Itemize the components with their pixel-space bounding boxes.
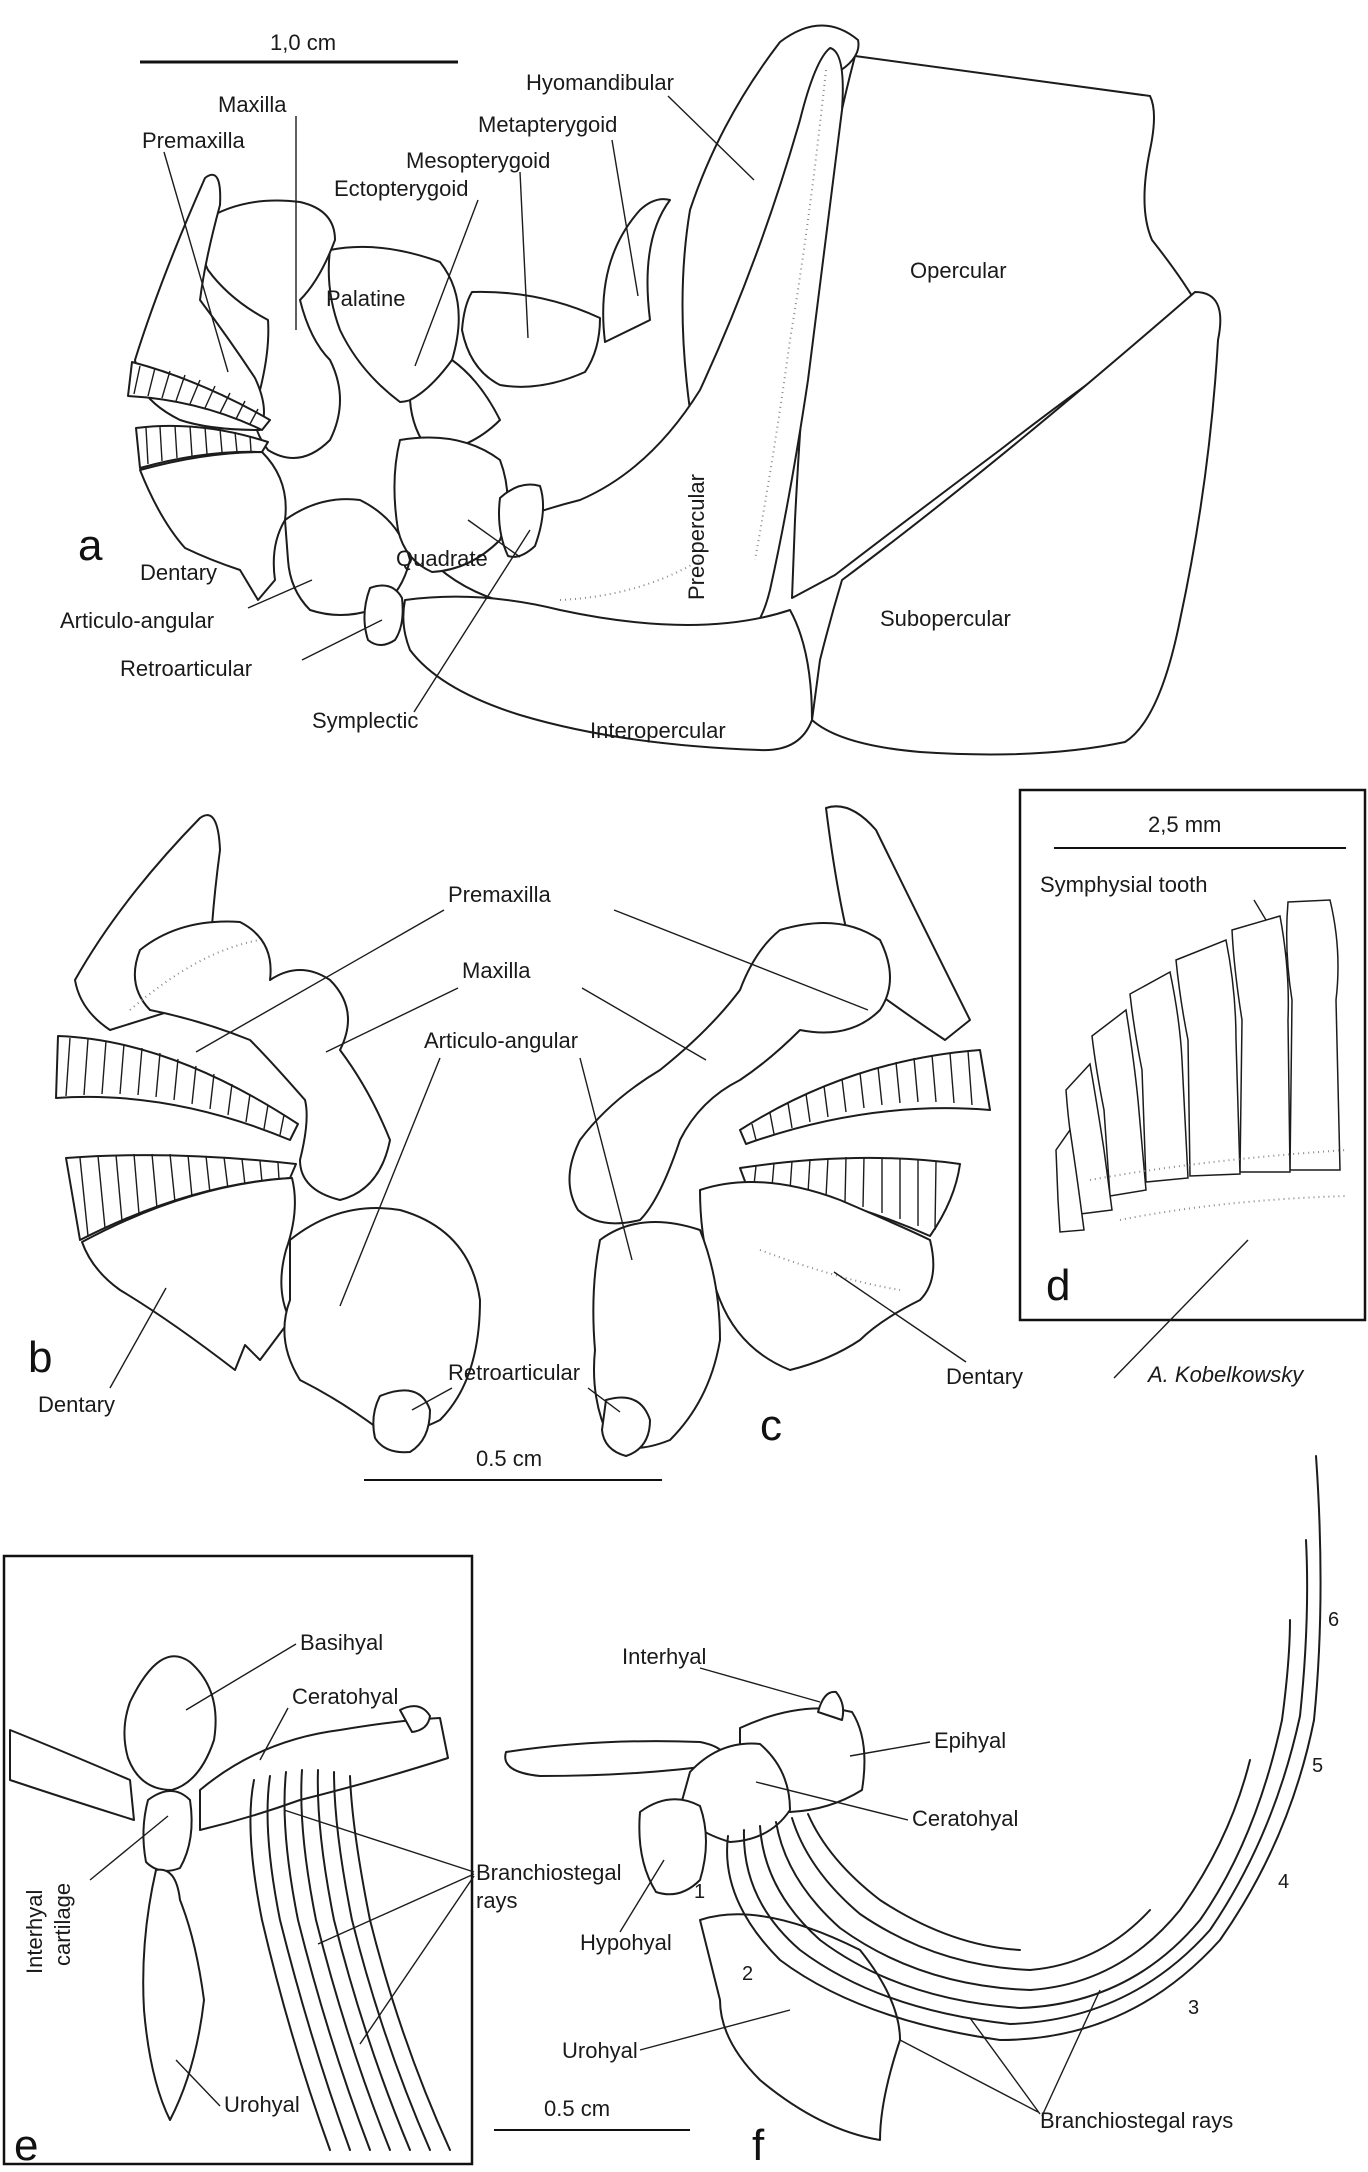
label-hyomandibular: Hyomandibular: [526, 70, 674, 95]
retroarticular-bone-a: [363, 584, 404, 646]
panel-letter-d: d: [1046, 1261, 1070, 1310]
label-opercular: Opercular: [910, 258, 1007, 283]
panel-letter-c: c: [760, 1401, 782, 1450]
panel-b: Dentary b: [28, 814, 481, 1454]
subopercular-bone: [811, 291, 1222, 756]
panel-a: 1,0 cm: [60, 24, 1222, 756]
label-subopercular: Subopercular: [880, 606, 1011, 631]
scale-label-d: 2,5 mm: [1148, 812, 1221, 837]
ray-number-2: 2: [742, 1963, 753, 1985]
label-preopercular: Preopercular: [684, 474, 709, 600]
urohyal-bone-e: [142, 1868, 205, 2121]
panel-letter-f: f: [752, 2121, 765, 2170]
articulo-angular-bone-b: [283, 1207, 481, 1435]
label-metapterygoid: Metapterygoid: [478, 112, 617, 137]
label-interhyal-e-2: cartilage: [50, 1883, 75, 1966]
label-basihyal: Basihyal: [300, 1630, 383, 1655]
label-maxilla-a: Maxilla: [218, 92, 287, 117]
hypohyal-bone-f: [638, 1798, 707, 1896]
label-interhyal-f: Interhyal: [622, 1644, 706, 1669]
panel-d: 2,5 mm Symphysial tooth d A. Kobelkowsky: [1018, 788, 1367, 1387]
label-interopercular: Interopercular: [590, 718, 726, 743]
symplectic-bone: [498, 483, 545, 558]
maxilla-bone: [200, 199, 341, 459]
label-premaxilla-a: Premaxilla: [142, 128, 245, 153]
ceratohyal-left-e: [9, 1729, 135, 1821]
label-symplectic: Symplectic: [312, 708, 418, 733]
ray-number-6: 6: [1328, 1609, 1339, 1631]
maxilla-bone-c: [568, 921, 891, 1225]
mesopterygoid-bone: [461, 290, 601, 388]
leader-dentary-c: [833, 1271, 967, 1363]
metapterygoid-bone: [602, 198, 671, 343]
leader-lines-a: [163, 95, 755, 713]
ray-number-3: 3: [1188, 1997, 1199, 2019]
dentary-bone-a: [139, 451, 287, 601]
retroarticular-bone-b: [372, 1389, 431, 1454]
credit-author: A. Kobelkowsky: [1146, 1362, 1305, 1387]
label-articulo-angular-a: Articulo-angular: [60, 608, 214, 633]
label-articulo-angular-bc: Articulo-angular: [424, 1028, 578, 1053]
ceratohyal-bone-e: [199, 1717, 449, 1831]
scale-label-a: 1,0 cm: [270, 30, 336, 55]
scale-label-ef: 0.5 cm: [544, 2096, 610, 2121]
label-ectopterygoid: Ectopterygoid: [334, 176, 469, 201]
panel-letter-a: a: [78, 521, 103, 570]
interopercular-bone: [402, 595, 813, 752]
panel-letter-b: b: [28, 1333, 52, 1382]
maxilla-bone-b: [133, 920, 391, 1201]
label-retroarticular-a: Retroarticular: [120, 656, 252, 681]
label-dentary-b: Dentary: [38, 1392, 115, 1417]
panel-e: Basihyal Ceratohyal Interhyal cartilage …: [2, 1554, 622, 2170]
dentary-bone-b: [81, 1177, 296, 1371]
label-ceratohyal-f: Ceratohyal: [912, 1806, 1018, 1831]
label-urohyal-f: Urohyal: [562, 2038, 638, 2063]
upper-tooth-row-c: [739, 1049, 991, 1145]
panel-letter-e: e: [14, 2121, 38, 2170]
label-dentary-a: Dentary: [140, 560, 217, 585]
label-symphysial-tooth: Symphysial tooth: [1040, 872, 1208, 897]
label-interhyal-e-1: Interhyal: [22, 1890, 47, 1974]
label-dentary-c: Dentary: [946, 1364, 1023, 1389]
urohyal-bone-f: [699, 1913, 901, 2141]
lower-tooth-row-c: [739, 1156, 961, 1237]
leader-dentary-b: [109, 1287, 167, 1389]
panel-c: Dentary c: [568, 805, 1023, 1457]
upper-tooth-row-a: [127, 361, 271, 431]
retroarticular-bone-c: [601, 1396, 651, 1457]
label-branchiostegal-e-2: rays: [476, 1888, 518, 1913]
label-maxilla-bc: Maxilla: [462, 958, 531, 983]
quadrate-bone: [393, 436, 509, 573]
panel-d-frame: [1018, 788, 1367, 1322]
label-hypohyal-f: Hypohyal: [580, 1930, 672, 1955]
interhyal-cartilage-shape: [142, 1790, 193, 1872]
shared-labels-bc: Premaxilla Maxilla Articulo-angular Retr…: [195, 882, 869, 1481]
label-ceratohyal-e: Ceratohyal: [292, 1684, 398, 1709]
articulo-angular-bone-c: [592, 1221, 721, 1449]
branchiostegal-rays-f: [726, 1455, 1322, 2041]
dentary-bone-c: [699, 1181, 935, 1371]
panel-f: Interhyal Epihyal Ceratohyal Hypohyal Ur…: [494, 1455, 1339, 2170]
ray-number-5: 5: [1312, 1755, 1323, 1777]
symphysial-teeth: [1055, 899, 1341, 1233]
scale-label-bc: 0.5 cm: [476, 1446, 542, 1471]
ray-number-1: 1: [694, 1881, 705, 1903]
label-palatine: Palatine: [326, 286, 406, 311]
label-branchiostegal-f: Branchiostegal rays: [1040, 2108, 1233, 2133]
basihyal-bone-e: [123, 1655, 217, 1791]
upper-tooth-row-b: [55, 1035, 299, 1141]
label-quadrate: Quadrate: [396, 546, 488, 571]
ray-number-4: 4: [1278, 1871, 1289, 1893]
label-urohyal-e: Urohyal: [224, 2092, 300, 2117]
label-mesopterygoid: Mesopterygoid: [406, 148, 550, 173]
label-epihyal-f: Epihyal: [934, 1728, 1006, 1753]
label-premaxilla-bc: Premaxilla: [448, 882, 551, 907]
panel-e-frame: [2, 1554, 474, 2166]
lower-tooth-row-b: [65, 1153, 297, 1241]
interhyal-bone-f: [817, 1690, 845, 1721]
label-retroarticular-bc: Retroarticular: [448, 1360, 580, 1385]
label-branchiostegal-e-1: Branchiostegal: [476, 1860, 622, 1885]
